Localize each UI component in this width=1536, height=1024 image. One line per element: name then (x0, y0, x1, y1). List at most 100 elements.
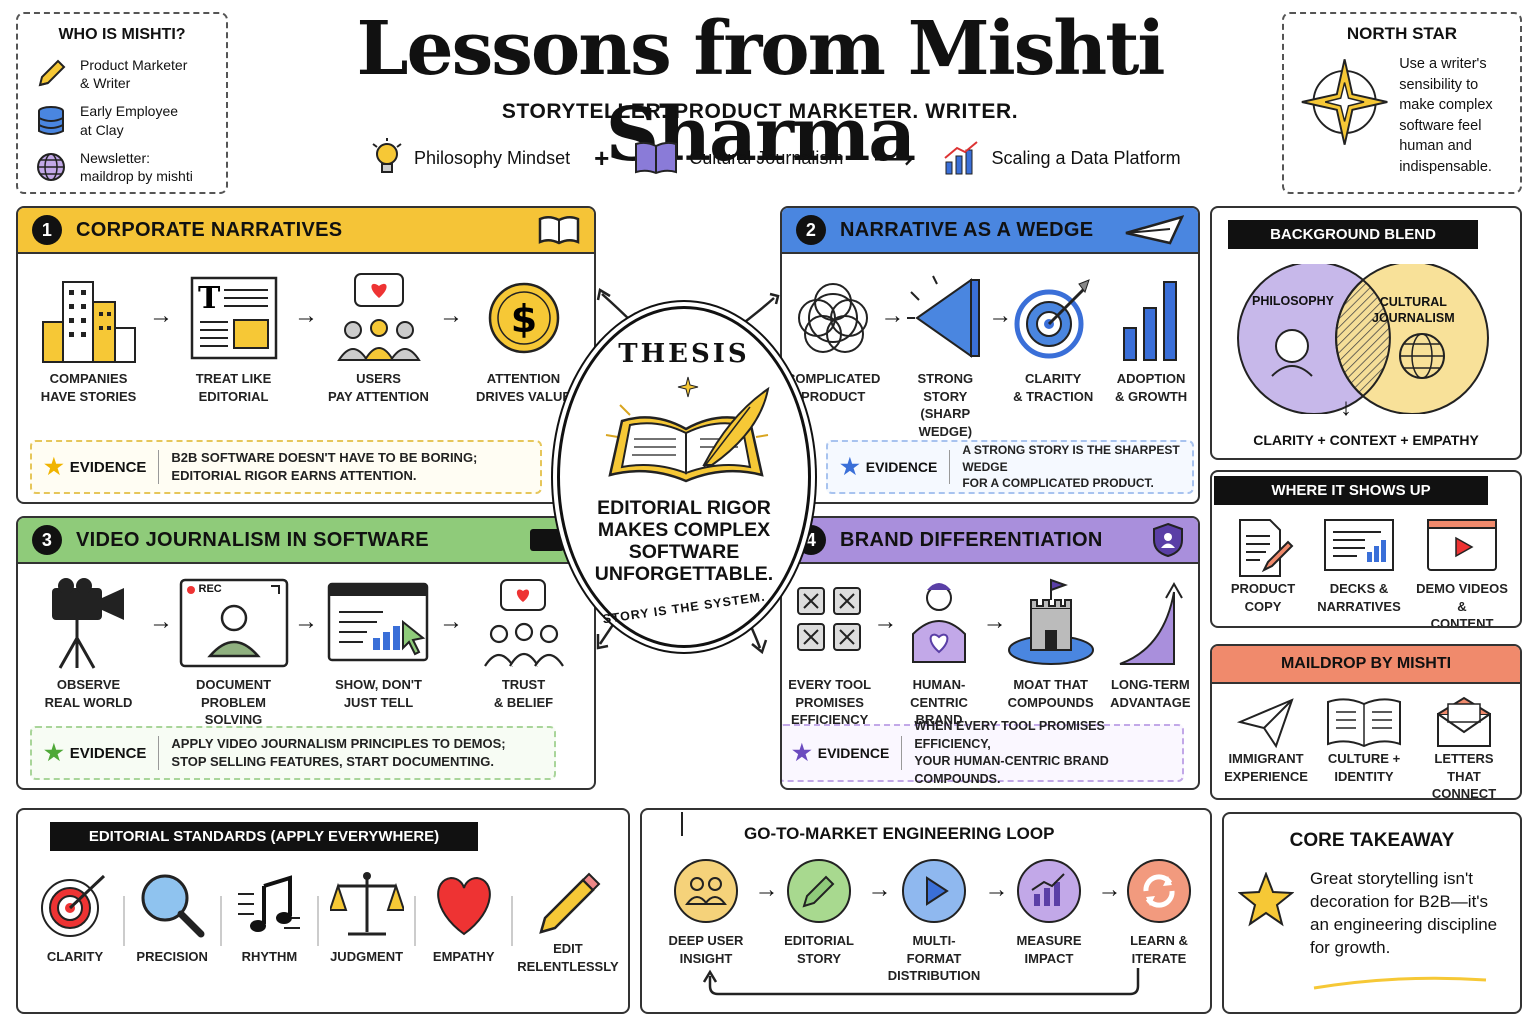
arrow-icon: → (867, 876, 892, 903)
thesis-statement: EDITORIAL RIGOR MAKES COMPLEX SOFTWARE U… (594, 497, 774, 585)
formula: Philosophy Mindset + Cultural Journalism… (370, 136, 1181, 180)
star-icon: ★ (44, 454, 64, 479)
formula-arrow: ⟶ (873, 142, 914, 174)
standard-rhythm: RHYTHM (241, 949, 298, 964)
database-icon (38, 105, 64, 135)
arrow-icon: → (880, 302, 905, 329)
tangled-rings-icon (798, 283, 869, 353)
arrow-icon (1096, 272, 1108, 302)
shield-icon (1153, 522, 1183, 558)
tool-grid-icon (796, 587, 861, 651)
newspaper-icon: T (190, 276, 277, 360)
north-text: Use a writer's sensibility to make compl… (1399, 56, 1493, 175)
arrow-icon: → (754, 876, 779, 903)
arrow-icon: → (984, 876, 1009, 903)
trust-people-icon (483, 579, 564, 667)
wedge-icon (1125, 215, 1184, 245)
bar-chart-icon (944, 141, 979, 175)
star-icon (1238, 872, 1294, 927)
heart-icon (437, 876, 491, 936)
core-takeaway-panel: CORE TAKEAWAY Great storytelling isn't d… (1222, 812, 1522, 1014)
venn-diagram (1237, 264, 1489, 414)
who-item-1: Product Marketer (80, 57, 188, 73)
section-3-header: 3 VIDEO JOURNALISM IN SOFTWARE (18, 518, 594, 564)
s3-evidence: ★EVIDENCE APPLY VIDEO JOURNALISM PRINCIP… (30, 726, 556, 780)
growth-bars-icon (1123, 281, 1178, 361)
standards-title: EDITORIAL STANDARDS (APPLY EVERYWHERE) (50, 822, 478, 851)
human-heart-icon (911, 583, 966, 663)
arrow-icon: → (439, 608, 463, 635)
section-1-number: 1 (32, 215, 62, 245)
dollar-coin-icon: $ (488, 282, 559, 354)
arrow-icon (1097, 578, 1107, 608)
s1-evidence: ★EVIDENCE B2B SOFTWARE DOESN'T HAVE TO B… (30, 440, 542, 494)
blend-philosophy: PHILOSOPHY (1252, 294, 1334, 308)
core-title: CORE TAKEAWAY (1289, 830, 1455, 851)
north-star-panel: NORTH STAR Use a writer's sensibility to… (1282, 12, 1522, 194)
recording-frame-icon (179, 578, 288, 668)
s2-evidence: ★EVIDENCE A STRONG STORY IS THE SHARPEST… (826, 440, 1194, 494)
down-arrow-icon: ↓ (1340, 394, 1352, 421)
book-icon (635, 141, 678, 175)
open-book-quill-icon (605, 376, 770, 483)
maildrop-title: MAILDROP BY MISHTI (1212, 646, 1520, 684)
section-2-header: 2 NARRATIVE AS A WEDGE (782, 208, 1198, 254)
who-item-2: Early Employee (80, 103, 179, 120)
editorial-standards-panel: EDITORIAL STANDARDS (APPLY EVERYWHERE) C… (16, 808, 630, 1014)
s2-step-4-label: ADOPTION& GROWTH (1114, 371, 1188, 404)
globe-icon (37, 152, 65, 181)
who-item-2b: at Clay (80, 121, 124, 138)
arrow-icon: → (982, 608, 1007, 635)
loop-title: GO-TO-MARKET ENGINEERING LOOP (744, 824, 1055, 843)
refresh-icon (1127, 859, 1191, 923)
users-heart-icon (336, 273, 421, 361)
arrow-icon: → (294, 302, 318, 329)
section-3-title: VIDEO JOURNALISM IN SOFTWARE (76, 528, 429, 551)
target-icon (1014, 279, 1091, 359)
arrow-icon: → (439, 302, 463, 329)
open-book-icon (1327, 698, 1401, 748)
svg-text:T: T (198, 281, 221, 316)
browser-demo-icon (327, 582, 428, 662)
section-2-title: NARRATIVE AS A WEDGE (840, 218, 1094, 241)
buildings-icon (41, 281, 136, 363)
slide-deck-icon (1324, 519, 1394, 571)
formula-plus: + (594, 142, 610, 173)
formula-journalism: Cultural Journalism (689, 147, 844, 168)
arrow-icon: → (149, 302, 173, 329)
s4-evidence: ★EVIDENCE WHEN EVERY TOOL PROMISES EFFIC… (782, 719, 1184, 786)
video-player-icon (1427, 519, 1497, 571)
svg-text:$: $ (510, 297, 536, 341)
s2-step-3-label: CLARITY& TRACTION (1013, 371, 1094, 404)
formula-philosophy: Philosophy Mindset (414, 147, 571, 168)
pencil-icon (539, 872, 601, 934)
pencil-circle-icon (787, 859, 851, 923)
subtitle: STORYTELLER. PRODUCT MARKETER. WRITER. (501, 100, 1019, 123)
standard-precision: PRECISION (136, 949, 208, 964)
who-item-3b: maildrop by mishti (80, 167, 193, 184)
arrow-icon: → (988, 302, 1013, 329)
camera-tripod-icon (51, 578, 124, 669)
section-2-number: 2 (796, 215, 826, 245)
music-notes-icon (238, 875, 301, 932)
core-text: Great storytelling isn't decoration for … (1310, 869, 1498, 957)
castle-moat-icon (1007, 578, 1094, 665)
who-is-mishti-panel: WHO IS MISHTI? Product Marketer& Writer … (16, 12, 228, 194)
section-1-title: CORPORATE NARRATIVES (76, 218, 343, 241)
loop-return-arrow (681, 812, 1140, 996)
pencil-icon (38, 59, 66, 87)
chart-circle-icon (1017, 859, 1081, 923)
